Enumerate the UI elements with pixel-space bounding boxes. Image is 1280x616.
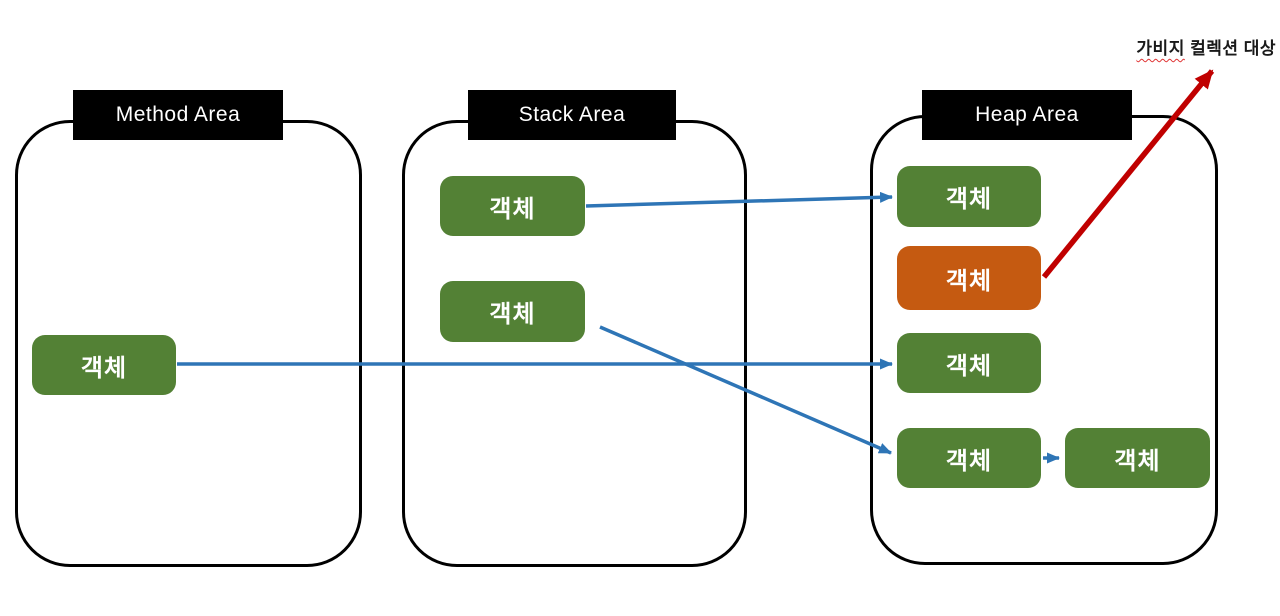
- method-object-node: 객체: [32, 335, 176, 395]
- gc-label-word-rest: 컬렉션 대상: [1184, 39, 1276, 58]
- heap-object-node-5: 객체: [1065, 428, 1210, 488]
- stack-area-title: Stack Area: [518, 103, 626, 126]
- heap-object-node-3: 객체: [897, 333, 1041, 393]
- method-area-header: Method Area: [73, 90, 283, 140]
- stack-object-node-1: 객체: [440, 176, 585, 236]
- gc-label-word-underlined: 가비지: [1136, 39, 1185, 58]
- stack-area-header: Stack Area: [468, 90, 676, 140]
- method-area-title: Method Area: [115, 103, 241, 126]
- stack-object-node-2: 객체: [440, 281, 585, 342]
- garbage-collection-target-label: 가비지 컬렉션 대상: [1136, 34, 1276, 59]
- heap-object-node-2-gc-target: 객체: [897, 246, 1041, 310]
- heap-object-node-4: 객체: [897, 428, 1041, 488]
- heap-area-header: Heap Area: [922, 90, 1132, 140]
- heap-area-title: Heap Area: [975, 103, 1079, 126]
- heap-object-node-1: 객체: [897, 166, 1041, 227]
